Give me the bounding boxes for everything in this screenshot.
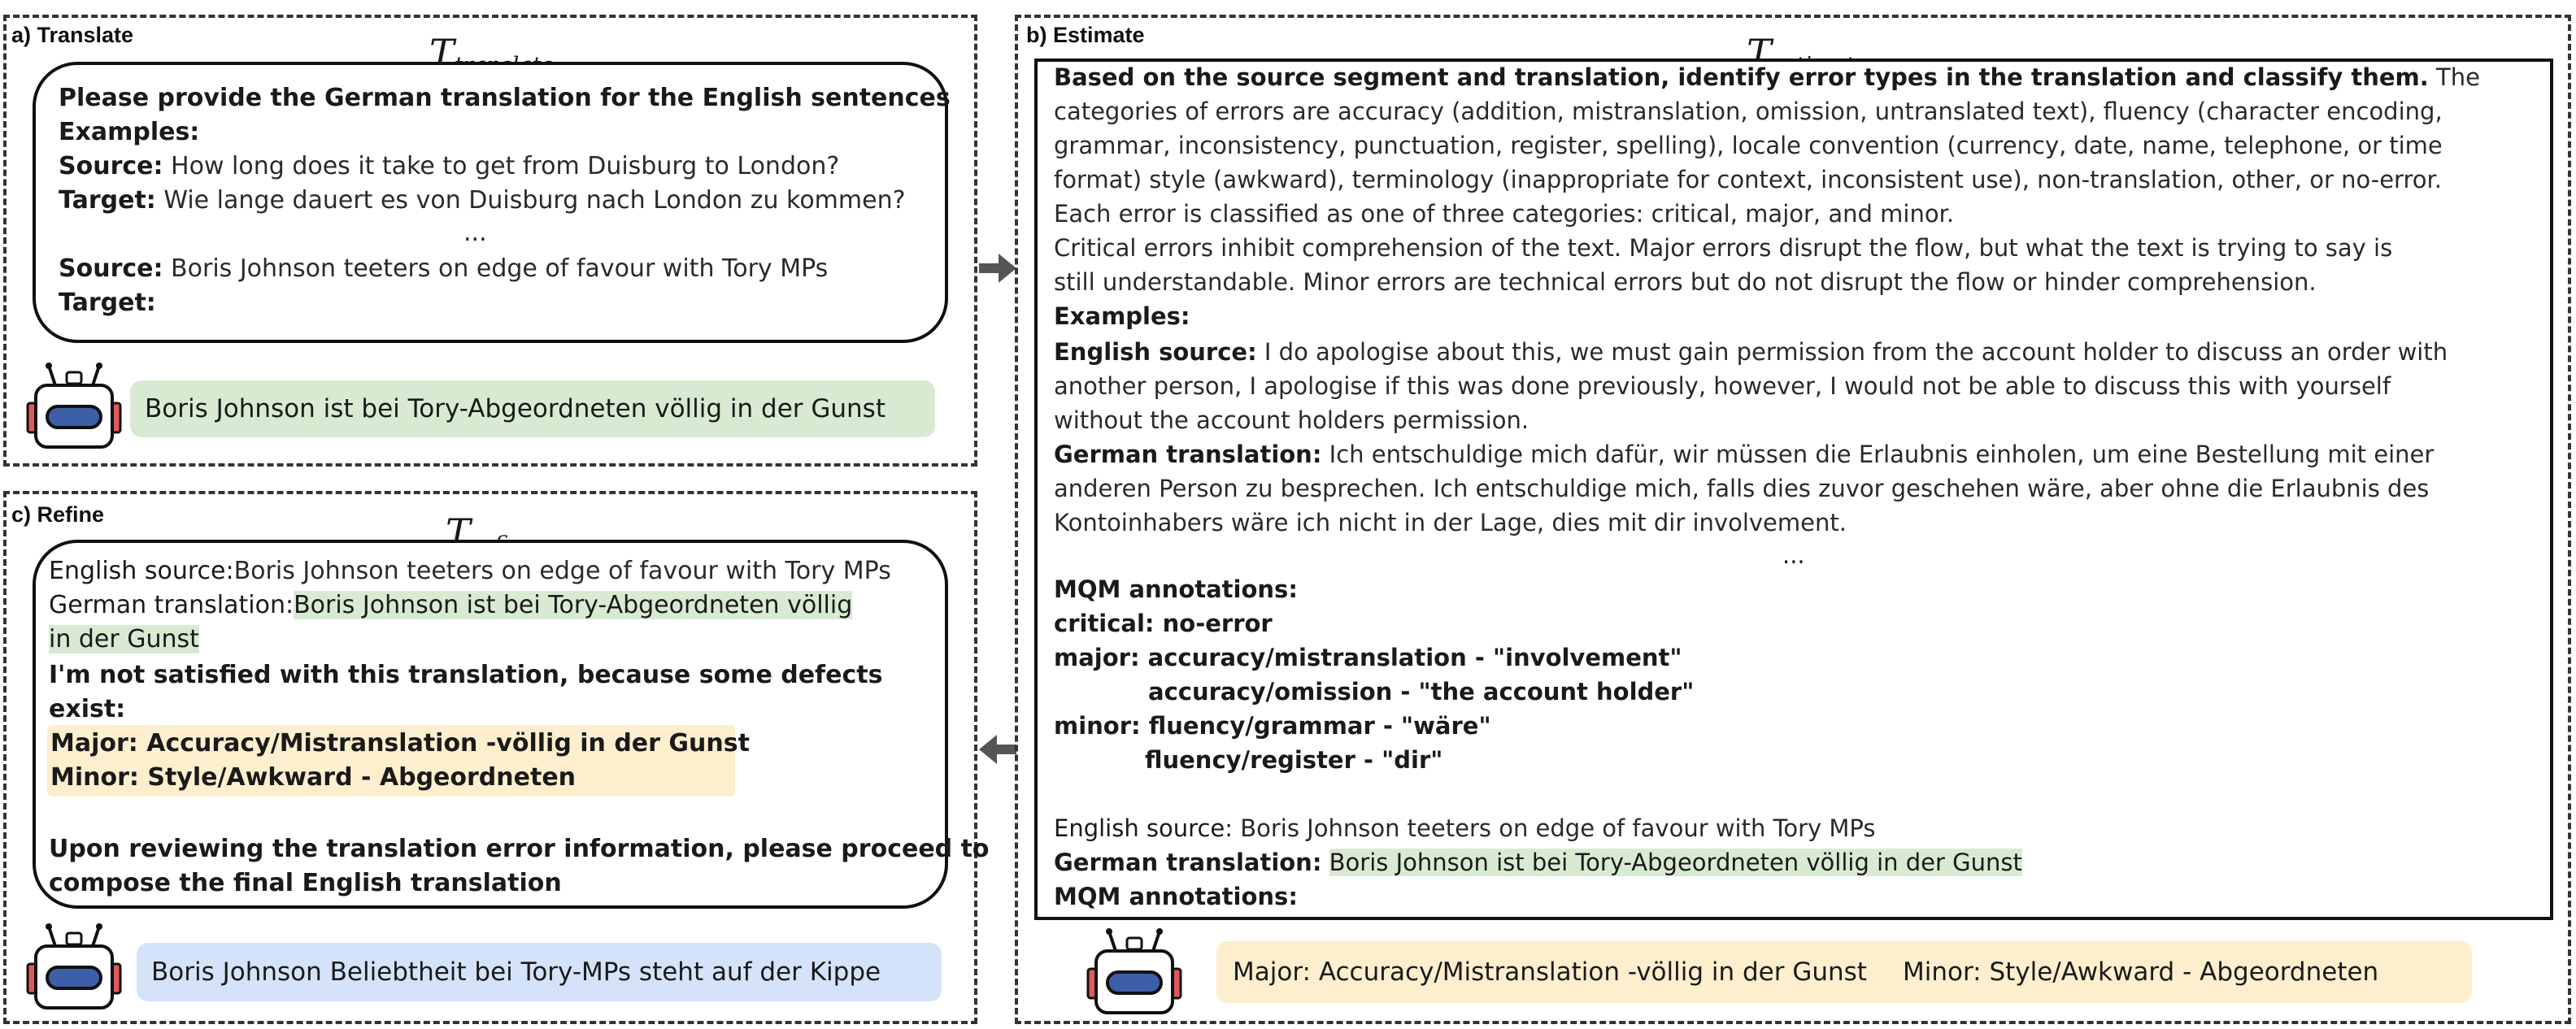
estimate-example-target-2: anderen Person zu besprechen. Ich entsch…: [1054, 475, 2430, 502]
refine-output: Boris Johnson Beliebtheit bei Tory-MPs s…: [137, 943, 942, 1001]
refine-panel-label: c) Refine: [11, 502, 105, 527]
refine-instruction-1: Upon reviewing the translation error inf…: [49, 835, 990, 863]
robot-icon: [1086, 928, 1182, 1014]
estimate-line-4: format) style (awkward), terminology (in…: [1054, 166, 2442, 193]
refine-panel: [3, 491, 977, 1024]
estimate-minor-2: fluency/register - "dir": [1145, 746, 1443, 774]
estimate-critical: critical: no-error: [1054, 610, 1273, 637]
estimate-line-7: still understandable. Minor errors are t…: [1054, 268, 2317, 296]
translate-example-target: Target: Wie lange dauert es von Duisburg…: [59, 186, 906, 215]
estimate-line-5: Each error is classified as one of three…: [1054, 200, 1955, 228]
estimate-line-6: Critical errors inhibit comprehension of…: [1054, 234, 2393, 262]
estimate-mqm-label: MQM annotations:: [1054, 575, 1298, 603]
estimate-examples-label: Examples:: [1054, 302, 1190, 330]
translate-query-source: Source: Boris Johnson teeters on edge of…: [59, 254, 829, 283]
estimate-prompt-box: [1034, 59, 2553, 920]
refine-instruction-2: compose the final English translation: [49, 869, 562, 897]
refine-minor: Minor: Style/Awkward - Abgeordneten: [50, 763, 577, 792]
estimate-major-2: accuracy/omission - "the account holder": [1148, 678, 1695, 706]
refine-german-translation-cont: in der Gunst: [49, 625, 199, 653]
estimate-major-1: major: accuracy/mistranslation - "involv…: [1054, 644, 1682, 671]
translate-panel: [3, 15, 977, 467]
translate-output: Boris Johnson ist bei Tory-Abgeordneten …: [130, 380, 935, 437]
refine-german-translation: German translation:Boris Johnson ist bei…: [49, 591, 853, 619]
arrow-right-icon: [979, 254, 1016, 283]
translate-instruction: Please provide the German translation fo…: [59, 84, 951, 112]
refine-dissatisfied-2: exist:: [49, 695, 126, 723]
estimate-query-target: German translation: Boris Johnson ist be…: [1054, 849, 2022, 876]
estimate-output: Major: Accuracy/Mistranslation -völlig i…: [1216, 941, 2472, 1003]
estimate-example-source-2: another person, I apologise if this was …: [1054, 372, 2391, 400]
estimate-ellipsis: ...: [1782, 541, 1805, 569]
estimate-example-source-1: English source: I do apologise about thi…: [1054, 338, 2448, 366]
estimate-line-1: Based on the source segment and translat…: [1054, 63, 2480, 91]
estimate-example-source-3: without the account holders permission.: [1054, 406, 1530, 434]
estimate-output-major: Major: Accuracy/Mistranslation -völlig i…: [1233, 957, 1867, 987]
refine-english-source: English source:Boris Johnson teeters on …: [49, 557, 891, 585]
estimate-line-3: grammar, inconsistency, punctuation, reg…: [1054, 132, 2443, 159]
translate-example-source: Source: How long does it take to get fro…: [59, 152, 840, 180]
estimate-query-mqm: MQM annotations:: [1054, 883, 1298, 910]
estimate-query-source: English source: Boris Johnson teeters on…: [1054, 814, 1876, 842]
robot-icon: [26, 363, 122, 449]
refine-feedback-highlight: [47, 725, 735, 797]
estimate-line-2: categories of errors are accuracy (addit…: [1054, 98, 2443, 125]
translate-prompt-box: [33, 62, 948, 343]
refine-major: Major: Accuracy/Mistranslation -völlig i…: [50, 729, 750, 758]
estimate-panel-label: b) Estimate: [1026, 23, 1145, 47]
translate-query-target: Target:: [59, 289, 156, 317]
translate-ellipsis: ...: [463, 219, 487, 247]
translate-panel-label: a) Translate: [11, 23, 134, 47]
estimate-minor-1: minor: fluency/grammar - "wäre": [1054, 712, 1491, 740]
estimate-example-target-1: German translation: Ich entschuldige mic…: [1054, 441, 2435, 468]
estimate-output-minor: Minor: Style/Awkward - Abgeordneten: [1902, 957, 2379, 987]
arrow-left-icon: [979, 735, 1016, 764]
refine-dissatisfied-1: I'm not satisfied with this translation,…: [49, 661, 883, 689]
robot-icon: [26, 923, 122, 1009]
estimate-panel: [1015, 15, 2571, 1024]
translate-examples-label: Examples:: [59, 118, 200, 146]
estimate-example-target-3: Kontoinhabers wäre ich nicht in der Lage…: [1054, 509, 1847, 536]
